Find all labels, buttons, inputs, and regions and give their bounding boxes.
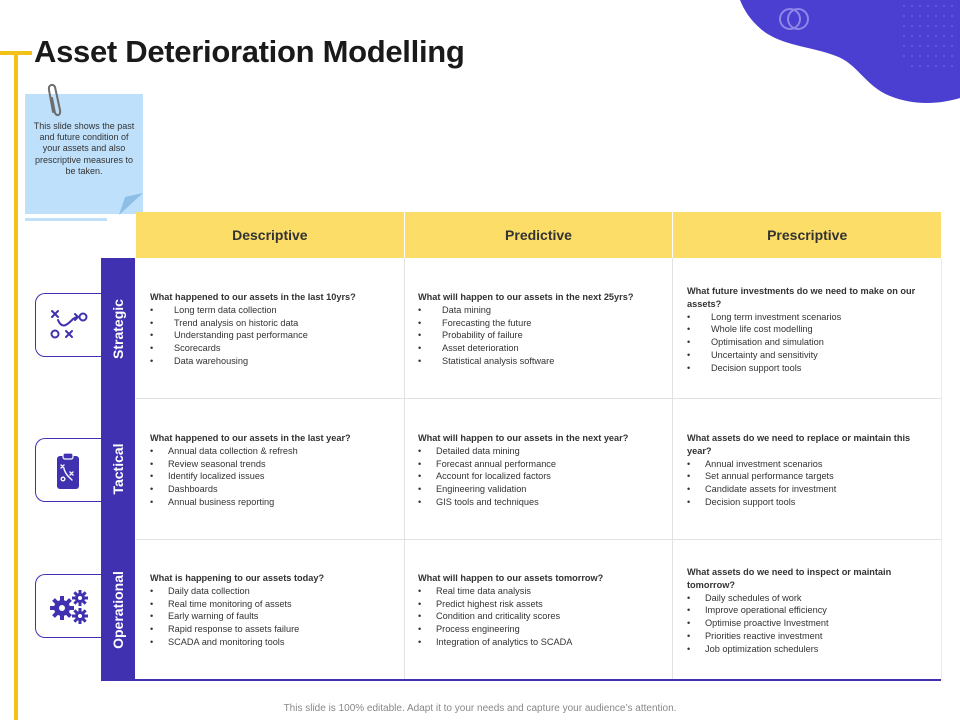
footer-note: This slide is 100% editable. Adapt it to… xyxy=(283,703,677,714)
list-item: Whole life cost modelling xyxy=(687,323,927,336)
cell-question: What will happen to our assets in the ne… xyxy=(418,292,634,302)
cell-question: What will happen to our assets tomorrow? xyxy=(418,573,604,583)
list-item: Scorecards xyxy=(150,342,402,355)
column-divider xyxy=(941,258,942,680)
list-item: Identify localized issues xyxy=(150,470,402,483)
list-item: Detailed data mining xyxy=(418,445,670,458)
list-item: Daily data collection xyxy=(150,585,402,598)
cell-strategic-descriptive: What happened to our assets in the last … xyxy=(150,291,402,368)
list-item: Probability of failure xyxy=(418,329,670,342)
cell-operational-descriptive: What is happening to our assets today? D… xyxy=(150,572,402,649)
list-item: Job optimization schedulers xyxy=(687,643,927,656)
list-item: Dashboards xyxy=(150,483,402,496)
accent-bar-vertical xyxy=(14,53,18,720)
row-label-tactical: Tactical xyxy=(101,398,135,539)
list-item: Uncertainty and sensitivity xyxy=(687,349,927,362)
list-item: Long term data collection xyxy=(150,304,402,317)
list-item: Rapid response to assets failure xyxy=(150,623,402,636)
strategy-icon-box xyxy=(35,293,101,357)
sticky-note xyxy=(25,94,143,214)
cell-question: What assets do we need to inspect or mai… xyxy=(687,567,892,590)
row-label-strategic: Strategic xyxy=(101,258,135,399)
note-underline xyxy=(25,218,107,221)
column-header-prescriptive: Prescriptive xyxy=(767,227,848,243)
list-item: Optimisation and simulation xyxy=(687,336,927,349)
list-item: Annual investment scenarios xyxy=(687,458,927,471)
list-item: Daily schedules of work xyxy=(687,592,927,605)
operational-icon-box xyxy=(35,574,101,638)
column-header-predictive: Predictive xyxy=(405,212,674,258)
cell-operational-prescriptive: What assets do we need to inspect or mai… xyxy=(687,566,927,656)
cell-question: What will happen to our assets in the ne… xyxy=(418,433,629,443)
list-item: Real time data analysis xyxy=(418,585,670,598)
row-divider xyxy=(136,398,941,399)
list-item: Annual data collection & refresh xyxy=(150,445,402,458)
decorative-blob xyxy=(740,0,960,103)
list-item: Statistical analysis software xyxy=(418,355,670,368)
list-item: SCADA and monitoring tools xyxy=(150,636,402,649)
paperclip-icon xyxy=(47,83,62,117)
list-item: Data mining xyxy=(418,304,670,317)
list-item: Candidate assets for investment xyxy=(687,483,927,496)
list-item: Trend analysis on historic data xyxy=(150,317,402,330)
list-item: Set annual performance targets xyxy=(687,470,927,483)
cell-question: What future investments do we need to ma… xyxy=(687,286,916,309)
list-item: Annual business reporting xyxy=(150,496,402,509)
cell-question: What happened to our assets in the last … xyxy=(150,292,356,302)
row-label-operational: Operational xyxy=(101,539,135,680)
list-item: Account for localized factors xyxy=(418,470,670,483)
list-item: Forecast annual performance xyxy=(418,458,670,471)
list-item: Integration of analytics to SCADA xyxy=(418,636,670,649)
cell-question: What happened to our assets in the last … xyxy=(150,433,351,443)
list-item: Data warehousing xyxy=(150,355,402,368)
list-item: Asset deterioration xyxy=(418,342,670,355)
list-item: Decision support tools xyxy=(687,496,927,509)
list-item: Understanding past performance xyxy=(150,329,402,342)
list-item: Forecasting the future xyxy=(418,317,670,330)
note-text: This slide shows the past and future con… xyxy=(33,121,135,176)
cell-strategic-predictive: What will happen to our assets in the ne… xyxy=(418,291,670,368)
column-header-band: Descriptive Predictive Prescriptive xyxy=(136,212,941,258)
cell-question: What assets do we need to replace or mai… xyxy=(687,433,911,456)
table-bottom-line xyxy=(101,679,941,681)
strategy-play-icon xyxy=(50,310,88,339)
column-divider xyxy=(404,258,405,680)
list-item: Review seasonal trends xyxy=(150,458,402,471)
list-item: Real time monitoring of assets xyxy=(150,598,402,611)
list-item: Predict highest risk assets xyxy=(418,598,670,611)
list-item: Process engineering xyxy=(418,623,670,636)
cell-question: What is happening to our assets today? xyxy=(150,573,325,583)
cell-tactical-prescriptive: What assets do we need to replace or mai… xyxy=(687,432,927,509)
list-item: Priorities reactive investment xyxy=(687,630,927,643)
gears-icon xyxy=(50,590,88,624)
cell-strategic-prescriptive: What future investments do we need to ma… xyxy=(687,285,927,375)
page-title: Asset Deterioration Modelling xyxy=(34,34,465,69)
list-item: GIS tools and techniques xyxy=(418,496,670,509)
list-item: Decision support tools xyxy=(687,362,927,375)
column-header-descriptive: Descriptive xyxy=(136,212,405,258)
cell-tactical-descriptive: What happened to our assets in the last … xyxy=(150,432,402,509)
list-item: Condition and criticality scores xyxy=(418,610,670,623)
tactical-icon-box xyxy=(35,438,101,502)
cell-operational-predictive: What will happen to our assets tomorrow?… xyxy=(418,572,670,649)
list-item: Early warning of faults xyxy=(150,610,402,623)
row-divider xyxy=(136,539,941,540)
list-item: Long term investment scenarios xyxy=(687,311,927,324)
note-fold-corner xyxy=(119,193,143,215)
clipboard-icon xyxy=(57,452,79,489)
list-item: Optimise proactive Investment xyxy=(687,617,927,630)
column-divider xyxy=(672,258,673,680)
list-item: Engineering validation xyxy=(418,483,670,496)
list-item: Improve operational efficiency xyxy=(687,604,927,617)
cell-tactical-predictive: What will happen to our assets in the ne… xyxy=(418,432,670,509)
